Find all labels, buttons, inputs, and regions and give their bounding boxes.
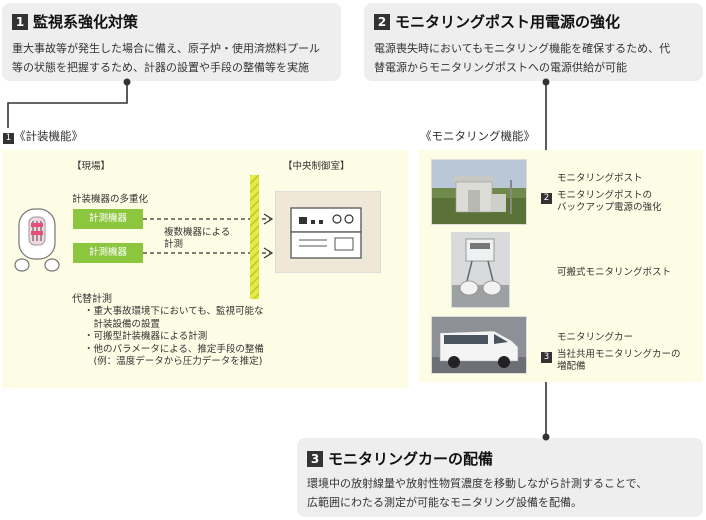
alt-item: 計装設備の設置 bbox=[84, 318, 161, 330]
control-console-icon bbox=[290, 207, 362, 259]
portable-post-photo bbox=[451, 232, 510, 308]
backup-marker: 2 bbox=[541, 193, 552, 204]
measuring-device-2: 計測機器 bbox=[73, 243, 143, 263]
alt-item: ・重大事故環境下においても、監視可能な bbox=[84, 306, 264, 317]
instrument-marker: 1 bbox=[3, 133, 14, 144]
box3-number: 3 bbox=[307, 451, 323, 467]
site-label: 【現場】 bbox=[72, 161, 111, 172]
alt-measure-list: ・重大事故環境下においても、監視可能な 計装設備の設置 ・可搬型計装機器による計… bbox=[84, 306, 264, 369]
monitoring-car-label: モニタリングカー bbox=[557, 332, 634, 343]
alt-item: ・可搬型計装機器による計測 bbox=[84, 331, 208, 342]
box2-description: 電源喪失時においてもモニタリング機能を確保するため、代 替電源からモニタリングポ… bbox=[374, 42, 671, 74]
box1-number: 1 bbox=[12, 14, 28, 30]
box3-description: 環境中の放射線量や放射性物質濃度を移動しながら計測することで、 広範囲にわたる測… bbox=[307, 477, 648, 509]
alt-title: 代替計測 bbox=[72, 294, 112, 305]
monitoring-car-photo bbox=[431, 316, 527, 374]
monitoring-heading: 《モニタリング機能》 bbox=[420, 129, 535, 143]
alt-item: (例：温度データから圧力データを推定) bbox=[84, 356, 263, 367]
connector-box1 bbox=[7, 81, 128, 128]
portable-post-label: 可搬式モニタリングポスト bbox=[557, 267, 672, 278]
monitoring-post-label: モニタリングポスト bbox=[557, 173, 643, 184]
instrument-heading: 1《計装機能》 bbox=[3, 128, 83, 144]
multi-measure-text: 複数機器による 計測 bbox=[164, 227, 231, 250]
monitoring-post-photo bbox=[431, 159, 527, 225]
measuring-device-1: 計測機器 bbox=[73, 209, 143, 229]
box1-description: 重大事故等が発生した場合に備え、原子炉・使用済燃料プール 等の状態を把握するため… bbox=[12, 42, 320, 74]
alt-item: ・他のパラメータによる、推定手段の整備 bbox=[84, 343, 264, 355]
control-room-label: 【中央制御室】 bbox=[283, 161, 350, 172]
box2-number: 2 bbox=[374, 14, 390, 30]
car-marker: 3 bbox=[541, 352, 552, 363]
reactor-icon bbox=[14, 208, 60, 272]
multiplex-label: 計装機器の多重化 bbox=[72, 194, 149, 205]
